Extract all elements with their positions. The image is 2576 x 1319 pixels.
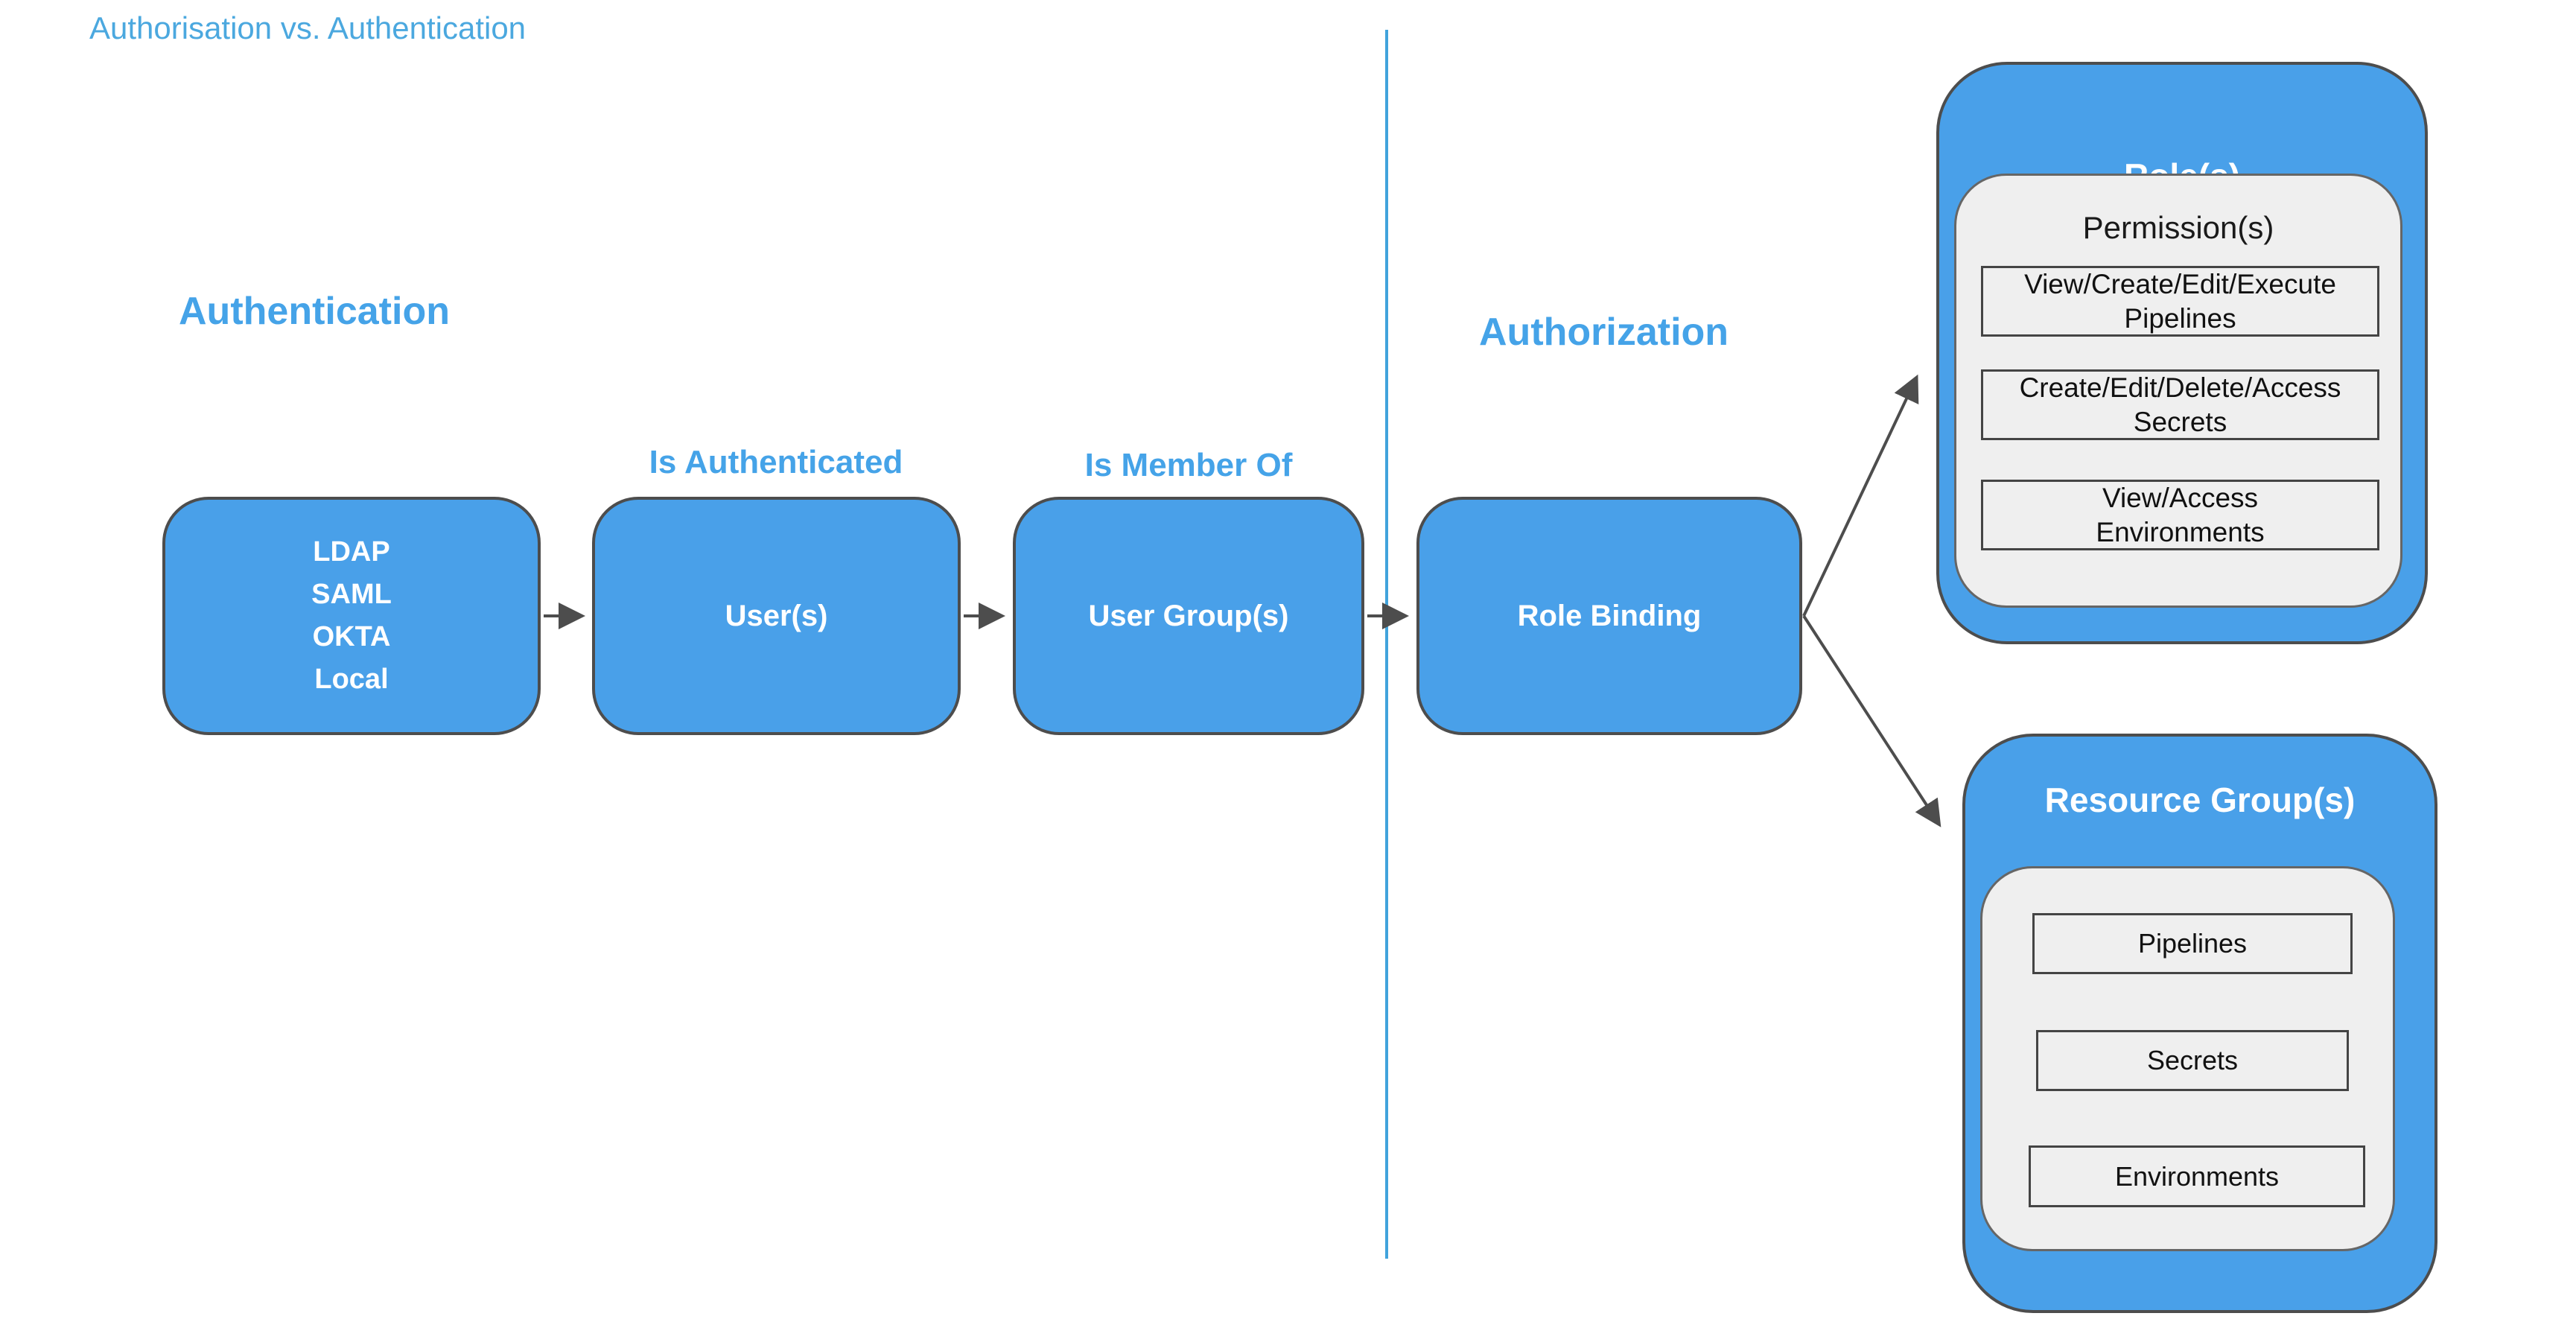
permissions-title: Permission(s) <box>2082 210 2274 245</box>
section-label-authorization: Authorization <box>1479 311 1729 354</box>
arrow-binding-to-roles <box>1802 374 1919 617</box>
permission-item: Create/Edit/Delete/Access Secrets <box>1981 369 2379 440</box>
resource-item: Pipelines <box>2032 913 2353 974</box>
edge-label-is-member-of: Is Member Of <box>1084 447 1293 483</box>
permission-item: View/Create/Edit/Execute Pipelines <box>1981 266 2379 337</box>
resource-group-title: Resource Group(s) <box>2044 781 2356 819</box>
node-auth-providers: LDAP SAML OKTA Local <box>162 497 541 735</box>
section-divider-line <box>1385 30 1388 1259</box>
section-label-authentication: Authentication <box>179 290 450 333</box>
resource-panel: Pipelines Secrets Environments <box>1980 866 2395 1251</box>
resource-group: Resource Group(s) Pipelines Secrets Envi… <box>1962 734 2437 1313</box>
node-users: User(s) <box>592 497 961 735</box>
edge-label-is-authenticated: Is Authenticated <box>649 444 903 480</box>
node-user-groups: User Group(s) <box>1013 497 1364 735</box>
node-role-binding: Role Binding <box>1416 497 1802 735</box>
resource-item: Secrets <box>2036 1030 2349 1091</box>
permission-item: View/Access Environments <box>1981 480 2379 550</box>
resource-item: Environments <box>2029 1145 2365 1207</box>
arrow-binding-to-resources <box>1802 614 1941 827</box>
permissions-panel: Permission(s) View/Create/Edit/Execute P… <box>1954 174 2402 608</box>
roles-group: Role(s) Permission(s) View/Create/Edit/E… <box>1936 62 2428 644</box>
page-title: Authorisation vs. Authentication <box>89 10 527 45</box>
